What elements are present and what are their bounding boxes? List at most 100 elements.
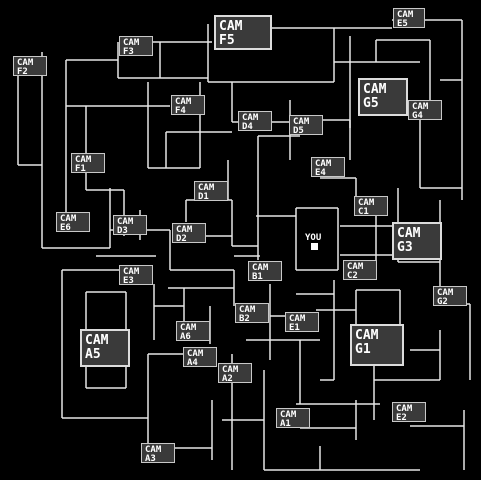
camera-label-prefix: CAM [289,314,306,324]
camera-label-id: B2 [239,314,250,324]
camera-label-prefix: CAM [198,183,215,193]
wall-segment [65,59,170,212]
camera-label-id: D1 [198,192,209,202]
camera-label-prefix: CAM [315,159,332,169]
camera-label-id: D4 [242,122,253,132]
camera-label-id: G2 [437,297,448,307]
camera-label-prefix: CAM [242,113,259,123]
camera-label-prefix: CAM [175,97,192,107]
camera-label-id: G4 [412,111,423,121]
wall-segment [334,19,463,110]
wall-segment [207,24,392,128]
camera-label-prefix: CAM [358,198,375,208]
camera-label-prefix: CAM [347,262,364,272]
camera-label-prefix: CAM [75,155,92,165]
camera-label-id: G1 [355,342,371,357]
camera-label-prefix: CAM [397,226,421,241]
camera-label-id: D2 [176,234,187,244]
camera-label-prefix: CAM [293,117,310,127]
camera-label-id: E2 [396,413,407,423]
camera-label-id: F5 [219,33,235,48]
camera-label-id: E6 [60,223,71,233]
camera-label-id: G5 [363,96,379,111]
camera-label-prefix: CAM [145,445,162,455]
camera-label-id: G3 [397,240,413,255]
camera-label-id: F3 [123,47,134,57]
camera-label-id: A1 [280,419,291,429]
player-label: YOU [305,233,322,243]
camera-label-id: B1 [252,272,263,282]
camera-label-prefix: CAM [60,214,77,224]
camera-label-prefix: CAM [123,267,140,277]
camera-label-id: E5 [397,19,408,29]
camera-label-prefix: CAM [280,410,297,420]
camera-label-prefix: CAM [222,365,239,375]
wall-segment [117,41,212,79]
wall-segment [246,280,335,404]
wall-segment [231,82,351,210]
wall-segment [320,177,398,262]
wall-segment [96,226,399,317]
wall-segment [264,400,465,471]
camera-label-prefix: CAM [252,263,269,273]
wall-segment [355,289,441,420]
camera-label-prefix: CAM [176,225,193,235]
wall-segment [165,131,232,222]
camera-label-id: E3 [123,276,134,286]
camera-label-prefix: CAM [17,58,34,68]
camera-label-id: A4 [187,358,198,368]
camera-label-id: F4 [175,106,186,116]
camera-label-prefix: CAM [437,288,454,298]
camera-label-prefix: CAM [180,323,197,333]
camera-label-id: A2 [222,374,233,384]
camera-label-id: E4 [315,168,326,178]
camera-label-id: C1 [358,207,369,217]
camera-label-prefix: CAM [123,38,140,48]
player-marker [311,243,318,250]
camera-label-prefix: CAM [219,19,243,34]
camera-label-id: D5 [293,126,304,136]
camera-label-prefix: CAM [412,102,429,112]
camera-label-prefix: CAM [363,82,387,97]
camera-label-id: F2 [17,67,28,77]
wall-segment [85,82,201,236]
wall-segment [147,353,265,470]
camera-label-prefix: CAM [239,305,256,315]
camera-label-prefix: CAM [187,349,204,359]
wall-segment [153,270,235,344]
camera-label-prefix: CAM [85,333,109,348]
camera-label-id: F1 [75,164,86,174]
